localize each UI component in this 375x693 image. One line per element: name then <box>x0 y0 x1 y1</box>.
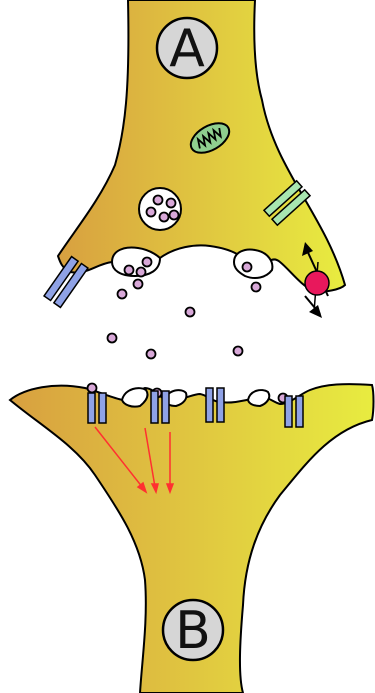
synaptic-vesicle-icon <box>139 188 181 230</box>
label-b: B <box>175 601 211 661</box>
label-a-badge: A <box>157 18 217 79</box>
label-a: A <box>169 19 205 79</box>
cleft-neurotransmitters <box>88 308 288 403</box>
post-notch-1 <box>122 388 147 406</box>
label-b-badge: B <box>163 600 223 661</box>
fusion-pit-right <box>234 250 272 279</box>
presynaptic-receptor-icon <box>44 257 88 308</box>
post-notch-3 <box>248 390 269 406</box>
